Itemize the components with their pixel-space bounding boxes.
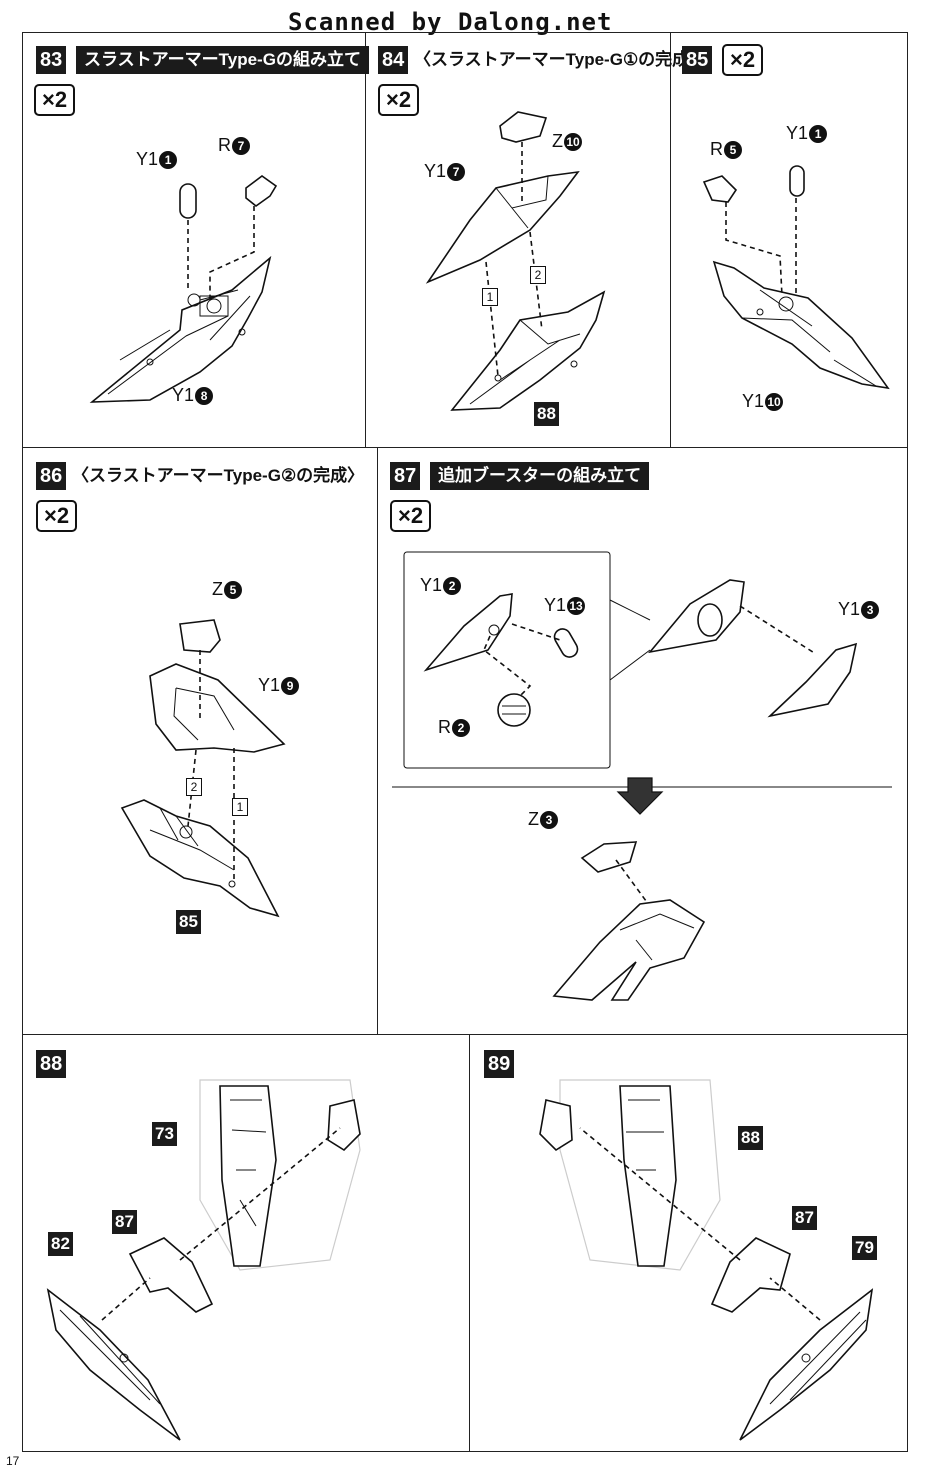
part-diagram-84 — [425, 111, 606, 411]
reference-badge-88-a: 73 — [152, 1122, 177, 1146]
step-number-88: 88 — [36, 1050, 67, 1078]
label-text: Y1 — [136, 149, 159, 169]
part-number: 5 — [724, 141, 742, 160]
watermark: Scanned by Dalong.net — [288, 8, 613, 36]
order-number-84-1: 1 — [482, 288, 498, 306]
part-number: 1 — [159, 151, 178, 170]
label-text: Y1 — [420, 575, 443, 595]
step-number-89: 89 — [484, 1050, 515, 1078]
multiplier-86: ×2 — [36, 500, 78, 532]
part-diagram-86 — [120, 619, 286, 918]
reference-badge-88-c: 82 — [48, 1232, 73, 1256]
label-text: Y1 — [786, 123, 809, 143]
part-number: 2 — [452, 719, 470, 738]
part-number: 3 — [540, 811, 558, 830]
part-number: 1 — [809, 125, 828, 144]
reference-badge-89-b: 87 — [792, 1206, 817, 1230]
label-text: Y1 — [742, 391, 765, 411]
step-number-83: 83 — [36, 46, 67, 74]
part-number: 7 — [232, 137, 250, 156]
reference-badge-89-c: 79 — [852, 1236, 877, 1260]
label-text: R — [218, 135, 231, 155]
reference-badge-84: 88 — [534, 402, 559, 426]
label-text: Z — [552, 131, 563, 151]
label-text: Y1 — [424, 161, 447, 181]
step-title-87: 追加ブースターの組み立て — [430, 462, 650, 490]
part-number: 3 — [861, 601, 880, 620]
step-number-84: 84 — [378, 46, 409, 74]
part-diagram-83 — [89, 175, 278, 403]
label-text: R — [710, 139, 723, 159]
multiplier-87: ×2 — [390, 500, 432, 532]
multiplier-84: ×2 — [378, 84, 420, 116]
part-diagram-85 — [702, 165, 890, 390]
reference-badge-86: 85 — [176, 910, 201, 934]
step-number-87: 87 — [390, 462, 421, 490]
part-number: 2 — [443, 577, 462, 596]
part-diagram-88 — [46, 1079, 361, 1441]
label-text: Y1 — [172, 385, 195, 405]
order-number-86-2: 2 — [186, 778, 202, 796]
part-diagram-89 — [539, 1079, 874, 1441]
step-title-86: 〈スラストアーマーType-G②の完成〉 — [72, 466, 365, 485]
step-number-85: 85 — [682, 46, 713, 74]
step-number-86: 86 — [36, 462, 67, 490]
label-text: Z — [528, 809, 539, 829]
label-text: Y1 — [544, 595, 567, 615]
order-number-84-2: 2 — [530, 266, 546, 284]
panel-89 — [469, 1034, 908, 1452]
part-number: 7 — [447, 163, 466, 182]
label-text: Y1 — [838, 599, 861, 619]
order-number-86-1: 1 — [232, 798, 248, 816]
part-number: 13 — [567, 597, 586, 616]
part-number: 5 — [224, 581, 242, 600]
step-title-84: 〈スラストアーマーType-G①の完成〉 — [414, 50, 707, 69]
reference-badge-88-b: 87 — [112, 1210, 137, 1234]
multiplier-83: ×2 — [34, 84, 76, 116]
part-number: 10 — [564, 133, 582, 152]
label-text: R — [438, 717, 451, 737]
label-text: Z — [212, 579, 223, 599]
part-number: 8 — [195, 387, 214, 406]
reference-badge-89-a: 88 — [738, 1126, 763, 1150]
part-diagram-87 — [392, 551, 892, 1001]
label-text: Y1 — [258, 675, 281, 695]
part-number: 9 — [281, 677, 300, 696]
part-number: 10 — [765, 393, 784, 412]
page-number: 17 — [6, 1454, 20, 1468]
multiplier-85: ×2 — [722, 44, 764, 76]
step-title-83: スラストアーマーType-Gの組み立て — [76, 46, 369, 74]
